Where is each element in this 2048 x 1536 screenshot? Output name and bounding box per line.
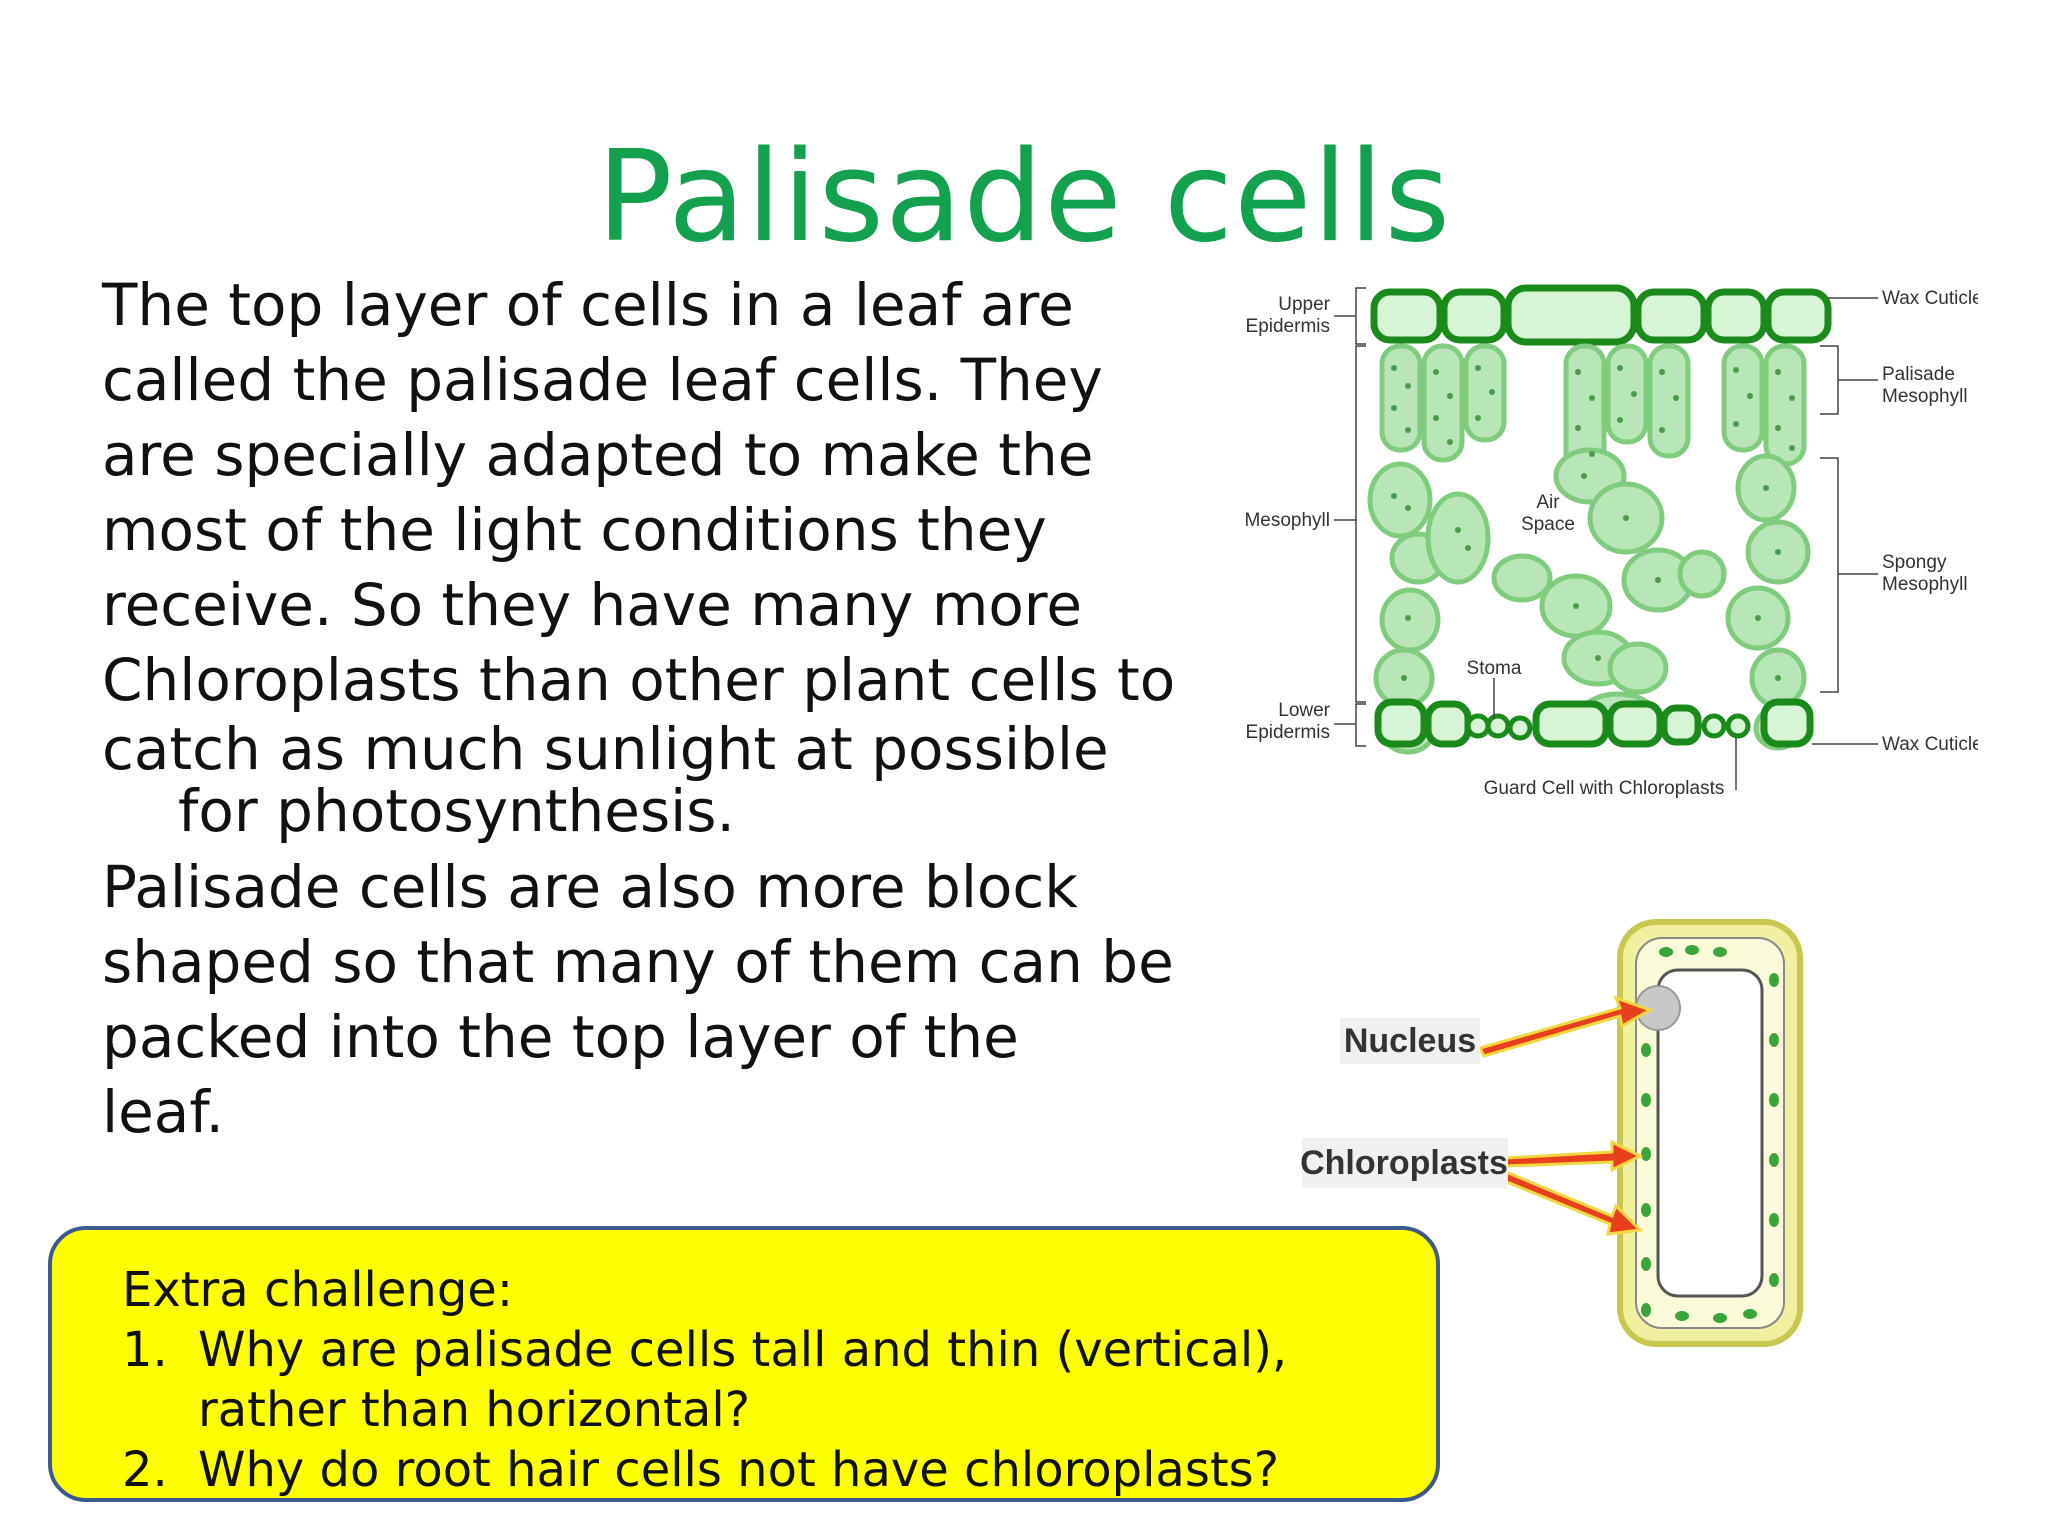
label-chloroplasts: Chloroplasts (1300, 1144, 1508, 1182)
body-line: Chloroplasts than other plant cells to (102, 646, 1176, 714)
body-text: The top layer of cells in a leaf are cal… (102, 268, 1222, 1150)
chloroplast-dots (1391, 365, 1795, 681)
chloroplasts-label-box (1302, 1138, 1508, 1188)
body-line: The top layer of cells in a leaf are (102, 271, 1074, 339)
label-upper-epidermis: Upper (1278, 294, 1330, 315)
label-wax-cuticle-top: Wax Cuticle (1882, 288, 1978, 309)
lower-epidermis-cells (1374, 698, 1814, 748)
question-text: Why do root hair cells not have chloropl… (198, 1442, 1280, 1498)
body-line: Palisade cells are also more block (102, 853, 1078, 921)
body-line: catch as much sunlight at possible (102, 715, 1109, 783)
label-lower-epidermis: Epidermis (1246, 722, 1330, 743)
challenge-heading: Extra challenge: (122, 1262, 513, 1318)
label-wax-cuticle-bottom: Wax Cuticle (1882, 734, 1978, 755)
body-line: most of the light conditions they (102, 496, 1047, 564)
label-nucleus: Nucleus (1344, 1022, 1476, 1060)
body-line: for photosynthesis. (178, 777, 735, 845)
label-spongy-mesophyll: Mesophyll (1882, 574, 1968, 595)
question-text: rather than horizontal? (198, 1382, 751, 1438)
label-lower-epidermis: Lower (1278, 700, 1330, 721)
label-palisade-mesophyll: Palisade (1882, 364, 1955, 385)
label-mesophyll: Mesophyll (1244, 510, 1330, 531)
body-line: called the palisade leaf cells. They (102, 346, 1103, 414)
label-guard-cell: Guard Cell with Chloroplasts (1484, 778, 1725, 799)
body-line: leaf. (102, 1078, 224, 1146)
body-line: packed into the top layer of the (102, 1003, 1019, 1071)
label-stoma: Stoma (1467, 658, 1522, 679)
label-air-space: Air (1536, 492, 1560, 513)
body-line: receive. So they have many more (102, 571, 1083, 639)
leaf-cross-section-diagram: Upper Epidermis Mesophyll Lower Epidermi… (1244, 284, 1978, 799)
question-text: Why are palisade cells tall and thin (ve… (198, 1322, 1288, 1378)
label-spongy-mesophyll: Spongy (1882, 552, 1947, 573)
palisade-cell-diagram: Nucleus Chloroplasts (1300, 919, 1803, 1347)
label-upper-epidermis: Epidermis (1246, 316, 1330, 337)
vacuole (1656, 968, 1764, 1298)
label-arrows (1477, 995, 1654, 1236)
body-line: shaped so that many of them can be (102, 928, 1174, 996)
body-line: are specially adapted to make the (102, 421, 1094, 489)
upper-epidermis-cells (1370, 284, 1832, 346)
question-number: 1. (122, 1322, 168, 1378)
palisade-cells (1379, 343, 1807, 479)
chloroplast-shapes (1641, 945, 1779, 1323)
question-number: 2. (122, 1442, 168, 1498)
extra-challenge-box: Extra challenge: 1. Why are palisade cel… (48, 1226, 1440, 1502)
nucleus-label-box (1340, 1018, 1480, 1064)
slide-title: Palisade cells (596, 123, 1452, 270)
label-leaders (1334, 287, 1878, 790)
guard-cells (1465, 713, 1751, 741)
label-air-space: Space (1521, 514, 1575, 535)
label-palisade-mesophyll: Mesophyll (1882, 386, 1968, 407)
